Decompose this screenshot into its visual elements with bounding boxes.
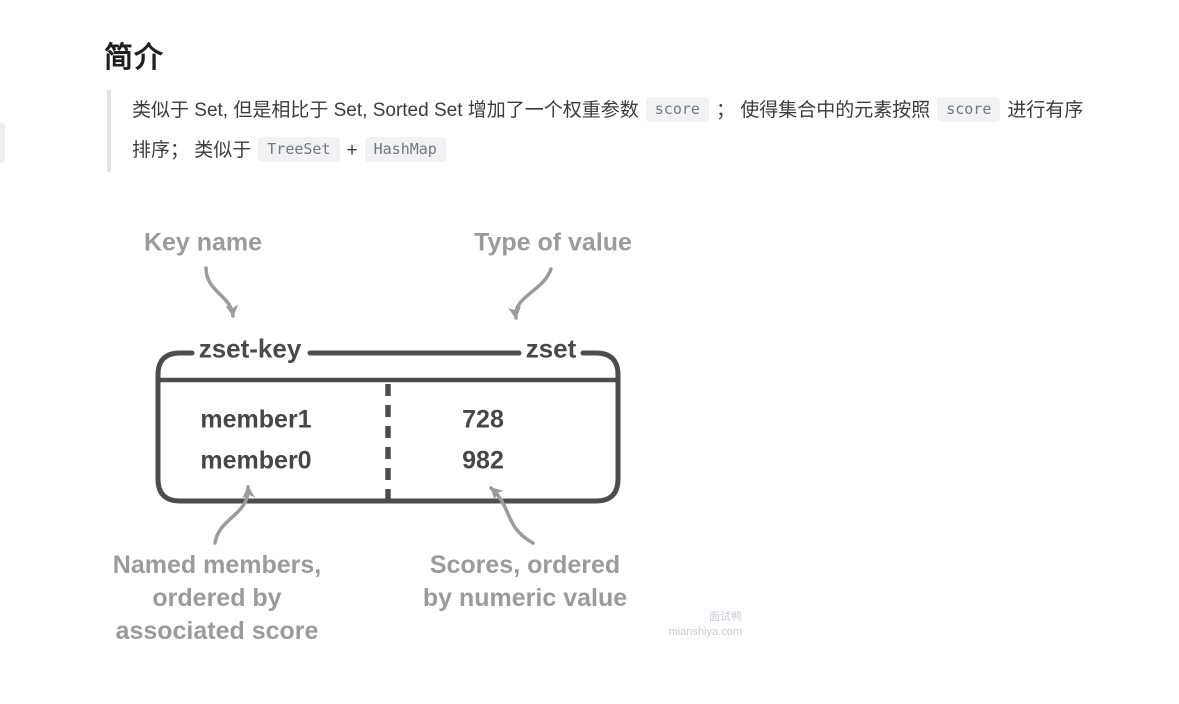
inline-code-hashmap: HashMap xyxy=(364,137,446,162)
scores-caption-line: by numeric value xyxy=(422,584,628,612)
quote-line-1: 类似于 Set, 但是相比于 Set, Sorted Set 增加了一个权重参数… xyxy=(132,91,1083,131)
zset-type-value: zset xyxy=(525,333,577,364)
scores-caption: Scores, ordered by numeric value xyxy=(423,549,627,615)
inline-code-score: score xyxy=(937,97,1001,122)
score-cell: 728 xyxy=(462,405,504,434)
zset-box-outline xyxy=(155,350,621,504)
type-of-value-label: Type of value xyxy=(474,228,632,257)
watermark-domain: mianshiya.com xyxy=(668,626,742,638)
quote-text: + xyxy=(346,140,358,161)
quote-line-2: 排序； 类似于 TreeSet + HashMap xyxy=(132,131,1083,171)
members-caption-line: ordered by xyxy=(152,584,282,612)
members-caption-line: associated score xyxy=(115,617,319,645)
intro-blockquote: 类似于 Set, 但是相比于 Set, Sorted Set 增加了一个权重参数… xyxy=(107,90,1083,172)
members-caption: Named members, ordered by associated sco… xyxy=(113,549,321,648)
inline-code-score: score xyxy=(645,97,709,122)
quote-text: 类似于 Set, 但是相比于 Set, Sorted Set 增加了一个权重参数 xyxy=(132,100,639,121)
quote-text: ； 使得集合中的元素按照 xyxy=(715,100,931,121)
page-title: 简介 xyxy=(104,42,165,74)
member-cell: member1 xyxy=(200,405,312,434)
zset-key-name: zset-key xyxy=(198,333,302,364)
key-name-arrow xyxy=(204,266,239,318)
site-watermark: 面试鸭 mianshiya.com xyxy=(660,610,742,640)
watermark-name: 面试鸭 xyxy=(709,611,742,623)
member-cell: member0 xyxy=(200,446,312,475)
score-cell: 982 xyxy=(462,446,504,475)
members-caption-line: Named members, xyxy=(112,551,322,579)
quote-text: 进行有序 xyxy=(1007,100,1084,121)
type-of-value-arrow xyxy=(508,267,553,320)
scores-caption-line: Scores, ordered xyxy=(429,551,621,579)
inline-code-treeset: TreeSet xyxy=(258,137,340,162)
scores-caption-arrow xyxy=(489,486,535,545)
quote-text: 排序； 类似于 xyxy=(132,140,252,161)
key-name-label: Key name xyxy=(143,228,263,257)
members-caption-arrow xyxy=(213,485,256,545)
left-edge-artifact xyxy=(0,123,5,163)
